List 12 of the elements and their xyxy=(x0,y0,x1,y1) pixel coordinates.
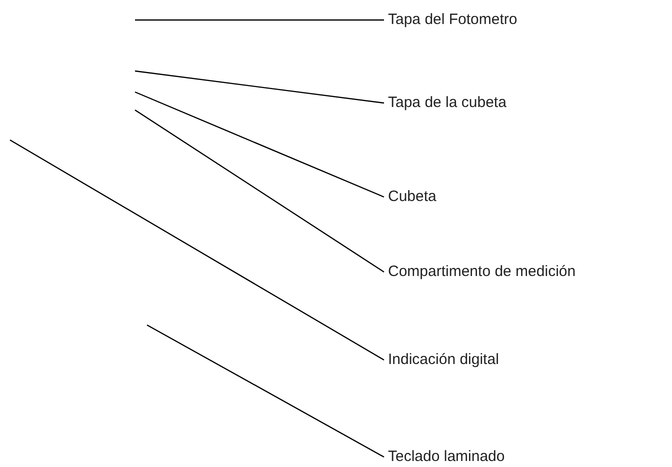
leader-line xyxy=(134,70,384,104)
part-label: Compartimento de medición xyxy=(388,263,576,281)
leader-line xyxy=(146,324,384,458)
leader-line xyxy=(10,139,384,361)
leader-line xyxy=(134,110,384,272)
part-label: Cubeta xyxy=(388,188,436,206)
part-label: Tapa de la cubeta xyxy=(388,94,506,112)
part-label: Indicación digital xyxy=(388,351,499,369)
part-label: Tapa del Fotometro xyxy=(388,11,518,29)
leader-line xyxy=(134,91,384,198)
part-label: Teclado laminado xyxy=(388,448,505,466)
leader-line xyxy=(135,19,384,21)
